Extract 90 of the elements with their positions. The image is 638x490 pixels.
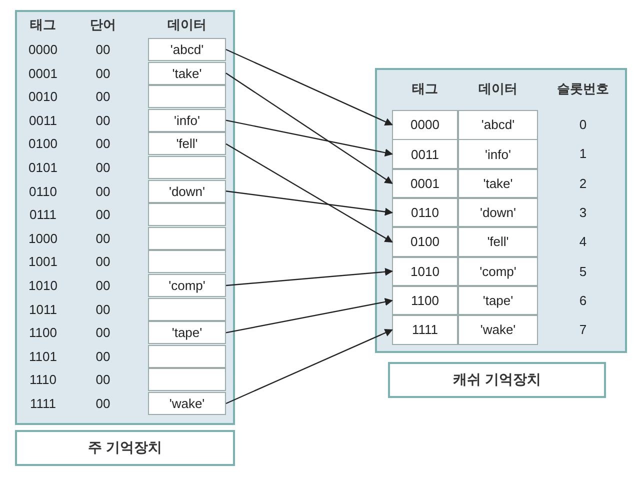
- tag-value: 1000: [28, 230, 58, 246]
- word-value: 00: [94, 207, 112, 222]
- tag-cell: 1100: [392, 286, 458, 316]
- tag-value: 1100: [28, 325, 58, 340]
- arrow: [226, 329, 393, 404]
- word-value: 00: [94, 396, 112, 411]
- word-value: 00: [94, 184, 112, 199]
- arrow: [226, 72, 393, 184]
- column-header: 태그: [29, 16, 57, 34]
- data-cell: 'down': [458, 198, 538, 228]
- data-cell: [148, 344, 226, 368]
- data-cell: [148, 203, 226, 226]
- slot-number: 3: [578, 204, 588, 220]
- column-header: 데이터: [478, 80, 518, 98]
- slot-number: 4: [578, 234, 588, 250]
- tag-value: 0001: [28, 66, 58, 81]
- data-cell: 'info': [458, 139, 538, 169]
- word-value: 00: [94, 254, 112, 270]
- slot-number: 2: [578, 176, 588, 191]
- word-value: 00: [94, 136, 112, 152]
- data-cell: 'fell': [458, 227, 538, 257]
- tag-cell: 1010: [392, 256, 458, 286]
- data-cell: 'wake': [148, 392, 226, 415]
- slot-number: 6: [578, 292, 588, 308]
- tag-cell: 0001: [392, 168, 458, 198]
- tag-value: 1010: [28, 278, 58, 293]
- tag-cell: 0110: [392, 198, 458, 228]
- word-value: 00: [94, 302, 112, 317]
- tag-value: 0100: [28, 136, 58, 152]
- arrow: [226, 190, 393, 216]
- word-value: 00: [94, 230, 112, 246]
- tag-value: 1101: [28, 348, 58, 364]
- word-value: 00: [94, 278, 112, 293]
- tag-value: 0000: [28, 42, 58, 57]
- arrow: [226, 48, 393, 126]
- data-cell: 'info': [148, 108, 226, 132]
- data-cell: [148, 226, 226, 250]
- arrow: [226, 120, 393, 157]
- tag-cell: 0000: [392, 110, 458, 140]
- tag-value: 1011: [28, 302, 58, 317]
- arrow: [226, 298, 393, 334]
- data-cell: 'down': [148, 180, 226, 203]
- data-cell: [148, 368, 226, 392]
- tag-value: 1111: [28, 396, 58, 411]
- arrow: [226, 143, 393, 242]
- tag-value: 0010: [28, 89, 58, 104]
- slot-number: 0: [578, 117, 588, 132]
- word-value: 00: [94, 372, 112, 388]
- column-header: 데이터: [166, 16, 208, 34]
- tag-cell: 0100: [392, 227, 458, 257]
- data-cell: 'wake': [458, 315, 538, 345]
- tag-value: 0101: [28, 160, 58, 175]
- slot-number: 1: [578, 146, 588, 162]
- tag-value: 0110: [28, 184, 58, 199]
- data-cell: 'comp': [148, 274, 226, 297]
- data-cell: 'tape': [148, 321, 226, 344]
- tag-value: 0011: [28, 112, 58, 128]
- tag-value: 1001: [28, 254, 58, 270]
- word-value: 00: [94, 89, 112, 104]
- caption-box: 주 기억장치: [15, 430, 235, 466]
- word-value: 00: [94, 112, 112, 128]
- data-cell: [148, 298, 226, 321]
- tag-value: 1110: [28, 372, 58, 388]
- data-cell: 'tape': [458, 286, 538, 316]
- data-cell: [148, 85, 226, 108]
- word-value: 00: [94, 42, 112, 57]
- data-cell: 'fell': [148, 132, 226, 156]
- slot-number: 7: [578, 322, 588, 338]
- tag-cell: 1111: [392, 315, 458, 345]
- tag-value: 0111: [28, 207, 58, 222]
- data-cell: [148, 250, 226, 274]
- word-value: 00: [94, 160, 112, 175]
- data-cell: [148, 156, 226, 179]
- column-header: 슬롯번호: [556, 80, 610, 98]
- column-header: 태그: [411, 80, 439, 98]
- arrow: [226, 268, 393, 286]
- memory-panel: [15, 10, 235, 425]
- memory-panel: [375, 68, 627, 353]
- data-cell: 'comp': [458, 256, 538, 286]
- data-cell: 'take': [148, 62, 226, 85]
- word-value: 00: [94, 325, 112, 340]
- data-cell: 'abcd': [458, 110, 538, 140]
- data-cell: 'take': [458, 168, 538, 198]
- caption-box: 캐쉬 기억장치: [388, 362, 606, 398]
- column-header: 단어: [89, 16, 117, 34]
- word-value: 00: [94, 66, 112, 81]
- slot-number: 5: [578, 264, 588, 278]
- tag-cell: 0011: [392, 139, 458, 169]
- word-value: 00: [94, 348, 112, 364]
- data-cell: 'abcd': [148, 38, 226, 61]
